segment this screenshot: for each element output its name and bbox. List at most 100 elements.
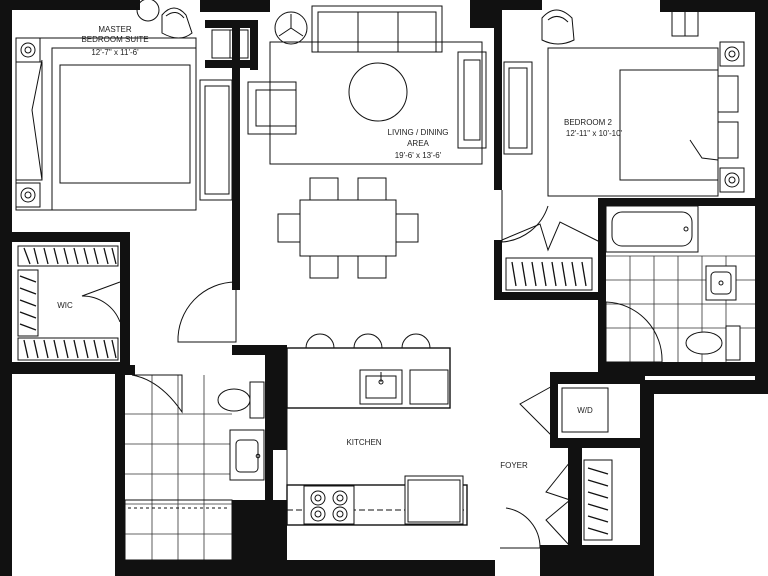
kitchen: KITCHEN [286,333,468,526]
wall-bath1-top [232,345,287,355]
wall-wd-left [550,372,558,447]
wall-foyer-closet [568,448,582,548]
master-dims: 12'-7" x 11'-6' [91,48,139,57]
wall-bed2-left [494,20,502,190]
dining-chairs [277,177,419,279]
nightstand-lamp-icon [719,41,745,67]
armchair-icon [541,9,575,45]
wd-name: W/D [577,406,593,415]
wic-rail-top [17,245,119,267]
living-dims: 19'-6' x 13'-6' [395,151,442,160]
wall-bed2-left2 [494,240,502,300]
wall-right [755,0,768,390]
master-name-2: BEDROOM SUITE [81,35,148,44]
wall-closet2-box [494,292,604,300]
wd-door-swing[interactable] [519,383,557,441]
wall-bath1-left [115,365,125,576]
bed2-dresser [503,61,533,155]
wall-wd-bottom [550,438,645,448]
wall-wd-top [550,372,645,384]
master-bed [15,37,197,211]
area-rug [269,41,483,165]
wall-closet-box-b [205,60,258,68]
bar-stools [305,333,431,349]
sink-icon [229,429,265,481]
bathtub [605,205,699,253]
side-table-icon [274,11,308,45]
wic-door-swing [81,281,121,323]
wall-closet-box [205,20,255,28]
wall-top-e [660,0,768,12]
dishwasher [409,369,449,405]
wall-top-left [0,0,12,576]
hanger-lines [19,247,117,359]
wic-name: WIC [57,301,73,310]
wall-top-b [200,0,270,12]
refrigerator-icon [404,475,464,525]
bedroom-2: BEDROOM 2 12'-11" x 10'-10' [503,3,745,197]
bed2-door-swing[interactable] [501,190,549,243]
bed2-dims: 12'-11" x 10'-10' [566,129,623,138]
foyer-name: FOYER [500,461,528,470]
wall-right-lower [640,380,768,394]
bed2-name: BEDROOM 2 [564,118,613,127]
nightstand-lamp-icon [15,182,41,208]
cooktop-icon [303,485,355,525]
closet2-door-swing[interactable] [501,221,601,252]
master-bed-fold [31,59,43,181]
foyer-closet-door[interactable] [545,461,572,547]
wall-master-bottom [12,232,127,242]
bathroom-2 [605,205,755,363]
wall-top-a [0,0,140,10]
sink-icon [705,265,737,301]
shower-area [124,499,233,561]
master-name-1: MASTER [98,25,132,34]
dresser-top [204,85,230,195]
dining-table [299,199,397,257]
bedroom2-closet [501,190,601,291]
wall-bottom [125,560,495,576]
living-name-2: AREA [407,139,429,148]
wic-rail-left [17,269,39,337]
wall-master-right [232,20,240,290]
master-door-swing[interactable] [177,281,237,343]
nightstand-lamp-icon [15,37,41,63]
toilet-icon [685,325,741,361]
living-name-1: LIVING / DINING [388,128,449,137]
wall-closet-box-r [250,20,258,70]
foyer-laundry: W/D FOYER [500,383,613,549]
master-bed-inner [59,64,191,184]
wall-bath1-right [265,355,287,450]
dresser [199,79,233,201]
sofa [311,5,443,53]
bed2-pillows [619,69,719,181]
bed2-sheet-fold [689,139,719,161]
washer-dryer [561,387,609,433]
bath1-door-swing[interactable] [131,374,183,414]
toilet-icon [217,381,265,419]
kitchen-name: KITCHEN [346,438,381,447]
coffee-table [348,62,408,122]
wall-right-jog [640,380,654,576]
kitchen-sink-icon [359,369,403,405]
wall-foyer-bottom [540,545,650,576]
living-dining-area: LIVING / DINING AREA 19'-6' x 13'-6' [247,5,487,279]
wall-bath2-left [598,198,606,368]
master-bedroom: MASTER BEDROOM SUITE 12'-7" x 11'-6' [15,0,249,211]
wall-top-d [502,0,542,10]
wall-bath1-right2 [265,450,273,500]
nightstand-lamp-icon [719,167,745,193]
kitchen-counter [286,484,468,526]
bath2-door-swing[interactable] [605,301,663,363]
master-bed-frame [51,47,197,211]
wall-bed2-bottom [598,198,758,206]
armchair-icon [136,0,193,39]
bath1-tiles [125,375,232,560]
kitchen-island [286,347,451,409]
wall-wic-right [120,232,130,372]
foyer-closet [545,459,613,547]
entry-door-swing[interactable] [500,507,541,549]
walk-in-closet: WIC [17,245,121,361]
